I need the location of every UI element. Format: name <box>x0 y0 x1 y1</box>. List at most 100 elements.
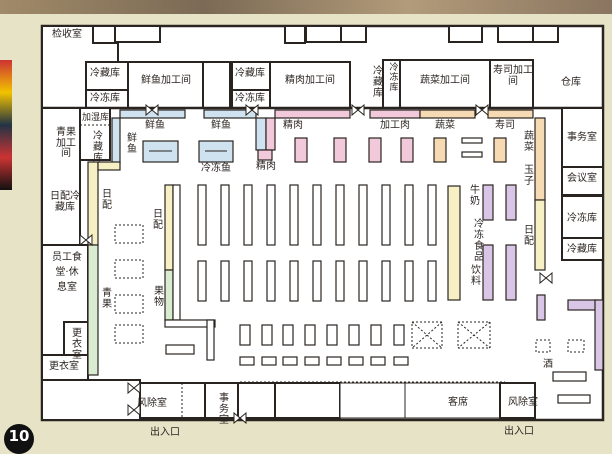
fish-counter <box>203 109 257 119</box>
shelf-bins <box>172 184 181 321</box>
meat-counter <box>257 149 273 161</box>
floor-plan <box>40 24 605 425</box>
meat-island <box>294 137 308 163</box>
section-processed-meat: 加工肉 <box>380 120 410 131</box>
produce-processing-room <box>41 107 81 246</box>
veg-counter <box>419 109 476 119</box>
back-room <box>274 382 341 419</box>
section-frozen-fish: 冷冻鱼 <box>201 163 231 174</box>
display-table <box>165 344 195 355</box>
checkout-box <box>239 356 255 366</box>
checkout-counter <box>239 324 251 346</box>
gondola-shelf <box>243 184 253 246</box>
room-sushi-processing: 寿司加工间 <box>493 65 533 87</box>
section-daily-3: 日配 <box>521 224 533 246</box>
page-number: 10 <box>4 424 34 454</box>
room-staff-canteen: 员工食堂·休息室 <box>52 252 82 293</box>
back-area <box>41 379 141 421</box>
section-liquor: 酒 <box>543 359 553 370</box>
dock-box <box>532 25 559 43</box>
photo-strip-top <box>0 0 612 14</box>
meat-counter <box>274 109 351 119</box>
promo-x <box>411 321 443 349</box>
room-cold-storage-4: 冷藏库 <box>90 130 102 163</box>
room-cold-storage-5: 冷藏库 <box>567 244 597 255</box>
section-sushi: 寿司 <box>495 120 515 131</box>
entrance-left: 出入口 <box>150 427 180 438</box>
gondola-shelf <box>197 260 207 302</box>
checkout-counter <box>326 324 338 346</box>
dock-box <box>114 25 161 43</box>
dock-box <box>448 25 483 43</box>
fish-counter <box>111 117 121 164</box>
gondola-shelf <box>358 184 368 246</box>
shelf-bins <box>206 319 215 361</box>
checkout-box <box>304 356 320 366</box>
meat-processing-room <box>269 61 351 109</box>
gondola-shelf <box>335 260 345 302</box>
frozen-case <box>482 184 494 221</box>
meat-counter <box>369 109 421 119</box>
fruit-case <box>164 269 174 321</box>
meat-island <box>333 137 347 163</box>
room-warehouse: 仓库 <box>561 77 581 88</box>
section-meat-1: 精肉 <box>256 161 276 172</box>
produce-bin <box>114 294 144 314</box>
room-locker-2: 更衣室 <box>49 361 79 372</box>
checkout-counter <box>348 324 360 346</box>
locker-room <box>41 354 89 381</box>
cold-storage-room <box>561 237 604 261</box>
back-room <box>339 382 406 419</box>
sushi-counter <box>487 109 534 119</box>
meat-island <box>400 137 414 163</box>
fixtures <box>87 109 604 404</box>
fish-counter <box>255 117 267 151</box>
section-eggs: 玉子 <box>521 164 533 186</box>
dock-box <box>340 25 367 43</box>
room-windbreak-1: 风除室 <box>137 398 167 409</box>
meat-island <box>368 137 382 163</box>
liquor-bin <box>567 339 585 353</box>
humidify-cold-room <box>79 107 111 161</box>
room-freezer-1: 冷冻库 <box>90 93 120 104</box>
sushi-processing-room <box>489 59 534 109</box>
gondola-shelf <box>197 184 207 246</box>
section-produce: 青果 <box>99 287 111 309</box>
entrance-right: 出入口 <box>504 426 534 437</box>
gondola-shelf <box>220 184 230 246</box>
room-humidify: 加湿库 <box>82 113 110 123</box>
gondola-shelf <box>243 260 253 302</box>
doors <box>79 103 553 425</box>
room-veg-processing: 蔬菜加工间 <box>420 75 470 86</box>
checkout-counter <box>370 324 382 346</box>
room-inspection: 检收室 <box>52 29 82 40</box>
dock-box <box>497 25 534 43</box>
cold-storage-room <box>85 61 129 91</box>
checkout-counter <box>304 324 316 346</box>
promo-area <box>457 321 491 349</box>
section-drinks: 饮料 <box>468 264 480 286</box>
fish-counter <box>119 109 186 119</box>
veg-island <box>493 137 507 163</box>
seating-room <box>404 382 501 419</box>
back-room <box>237 382 276 419</box>
room-freezer-2: 冷冻库 <box>235 93 265 104</box>
room-seating: 客席 <box>448 397 468 408</box>
section-milk: 牛奶 <box>467 184 479 206</box>
produce-wall-case <box>87 244 99 376</box>
checkout-box <box>370 356 386 366</box>
walls <box>41 25 604 421</box>
produce-bin <box>114 324 144 344</box>
room-produce-processing: 青果加工间 <box>56 127 76 159</box>
section-frozen-food: 冷冻食品 <box>471 218 483 262</box>
room-freezer-3: 冷冻库 <box>387 62 398 92</box>
gondola-shelf <box>335 184 345 246</box>
room-windbreak-2: 风除室 <box>508 397 538 408</box>
checkout-box <box>261 356 277 366</box>
double-door-icon <box>245 103 259 117</box>
veg-island <box>433 137 447 163</box>
double-door-icon <box>475 103 489 117</box>
room-meat-processing: 精肉加工间 <box>285 75 335 86</box>
checkout-counter <box>261 324 273 346</box>
section-vegetables-2: 蔬菜 <box>521 130 533 152</box>
